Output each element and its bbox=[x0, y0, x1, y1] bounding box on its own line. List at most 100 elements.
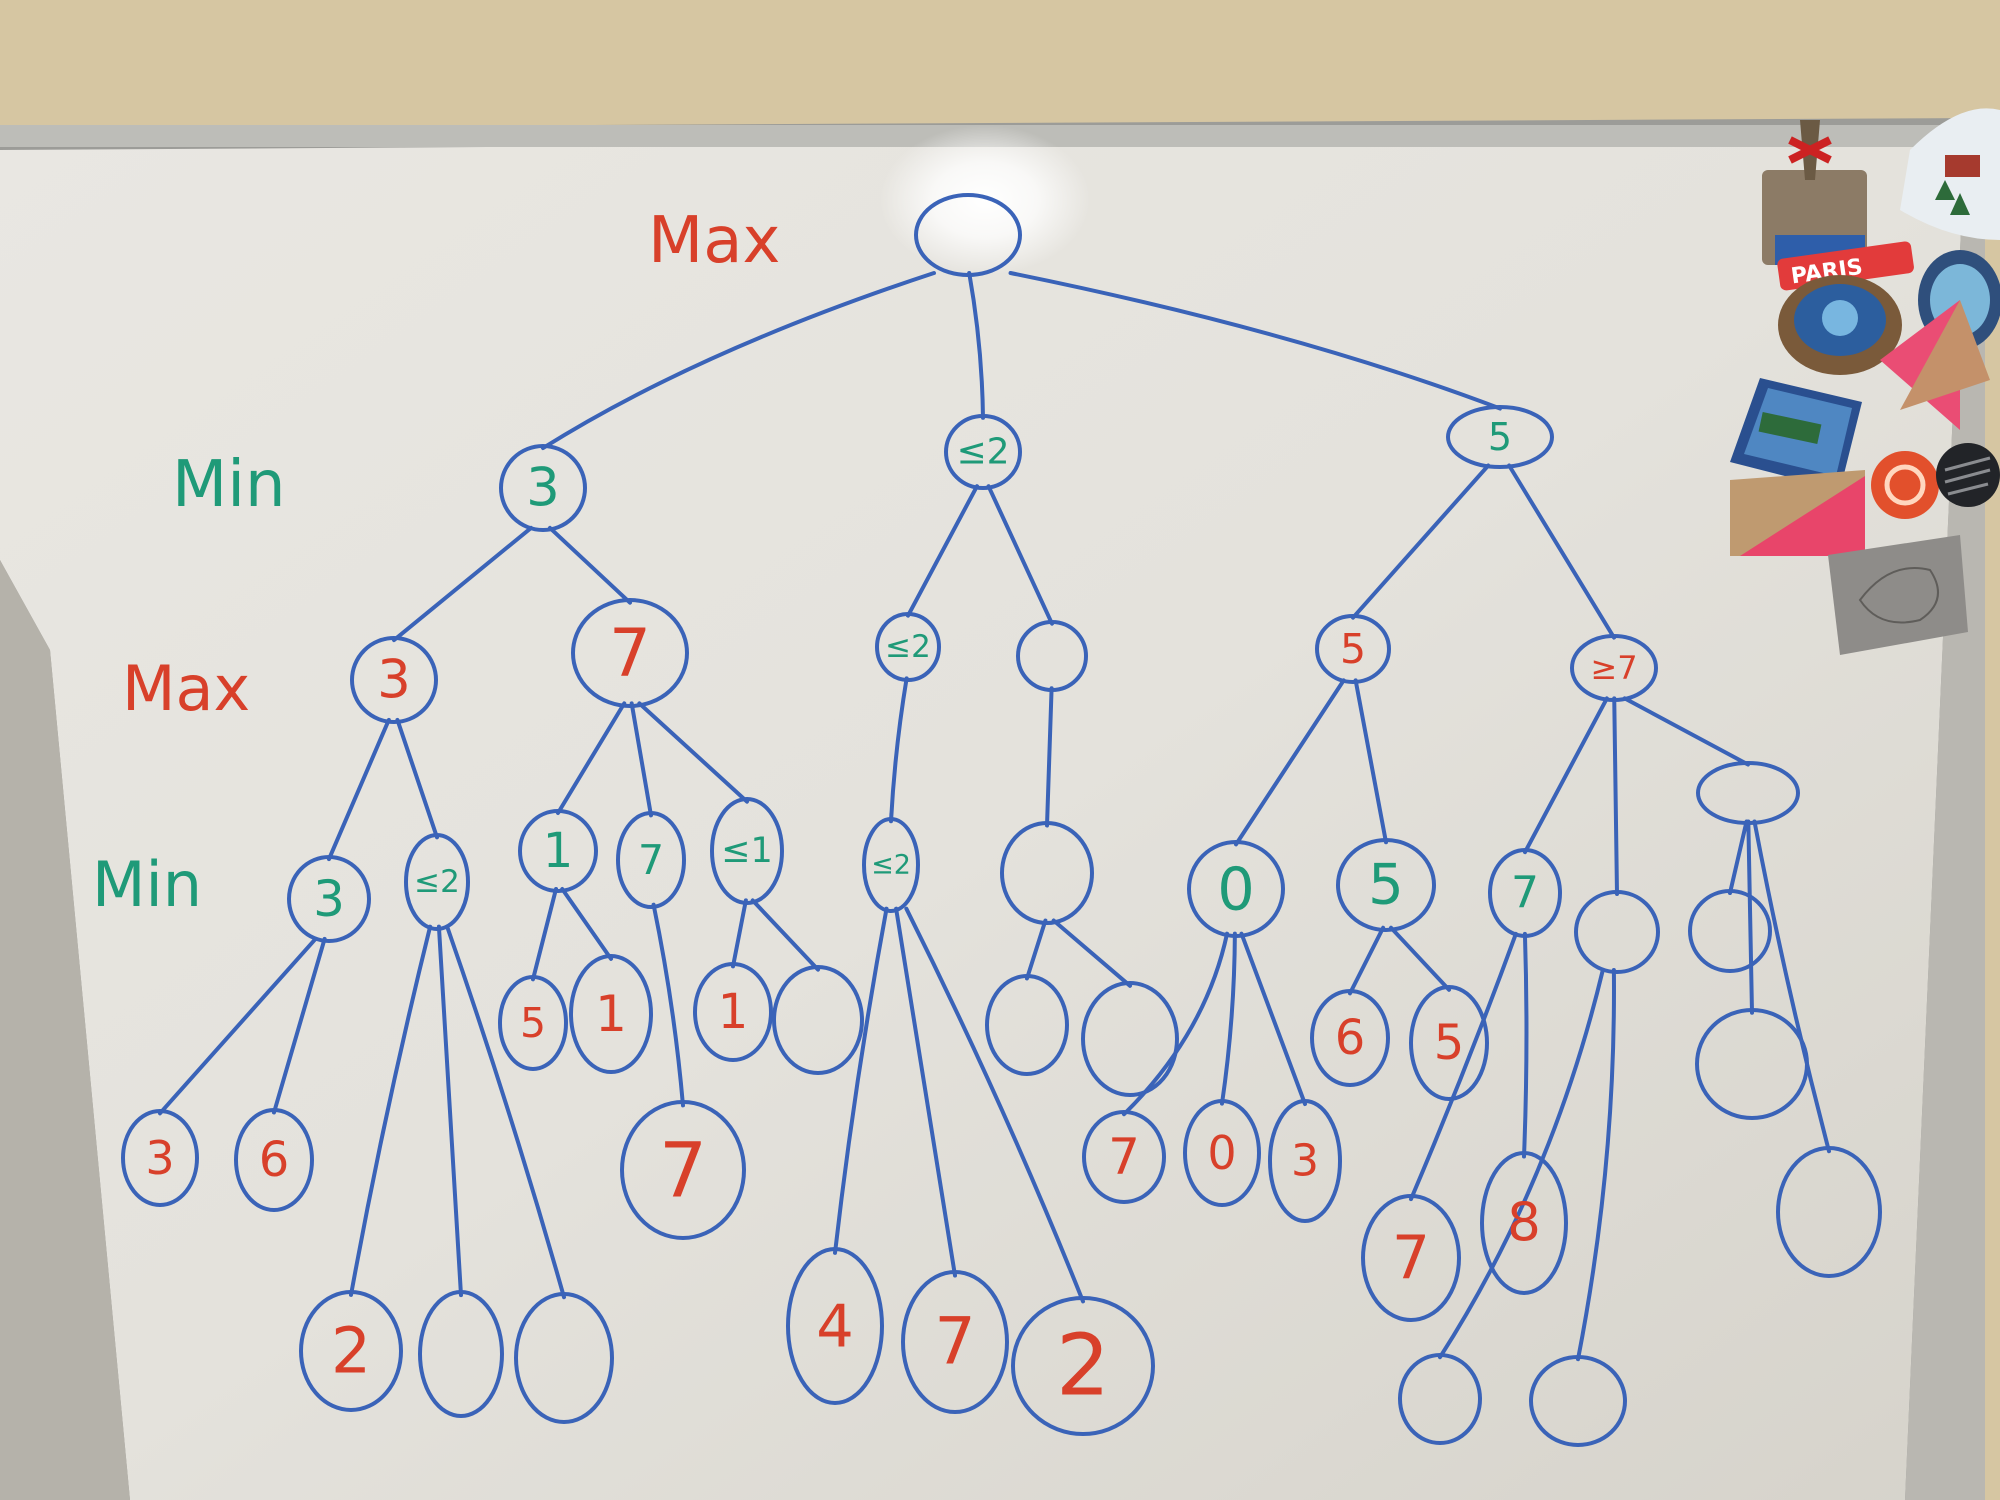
tree-edge bbox=[986, 484, 1054, 626]
level-label-max-2: Max bbox=[122, 652, 250, 725]
node-value: 3 bbox=[145, 1131, 174, 1185]
tree-node bbox=[985, 974, 1069, 1076]
node-circle bbox=[693, 962, 773, 1062]
node-circle bbox=[620, 1100, 746, 1240]
board-left-rail bbox=[0, 560, 130, 1500]
tree-edge bbox=[556, 701, 627, 815]
tree-node: 7 bbox=[571, 598, 689, 708]
tree-edge bbox=[894, 906, 957, 1278]
node-value: 5 bbox=[1434, 1015, 1465, 1071]
node-value: ≤2 bbox=[956, 432, 1009, 473]
node-circle bbox=[1183, 1099, 1261, 1207]
tree-node: 0 bbox=[1187, 840, 1285, 938]
tree-node bbox=[1529, 1355, 1627, 1447]
tree-edge bbox=[392, 525, 534, 643]
tree-node: ≤1 bbox=[710, 797, 784, 905]
tree-node bbox=[514, 1292, 614, 1424]
node-circle bbox=[1016, 620, 1088, 692]
tree-node: 7 bbox=[1361, 1194, 1461, 1322]
node-circle bbox=[1776, 1146, 1882, 1278]
node-circle bbox=[616, 811, 686, 909]
tree-node: 5 bbox=[1409, 985, 1489, 1101]
node-circle bbox=[1011, 1296, 1155, 1436]
snow-globe-magnet bbox=[1900, 108, 2000, 240]
tree-node: 7 bbox=[901, 1270, 1009, 1414]
tree-edge bbox=[1622, 696, 1750, 767]
node-value: ≤2 bbox=[885, 629, 931, 665]
node-value: 3 bbox=[1291, 1136, 1319, 1187]
node-circle bbox=[121, 1109, 199, 1207]
tree-node: 3 bbox=[287, 855, 371, 943]
node-circle bbox=[1480, 1151, 1568, 1295]
tree-edge bbox=[637, 701, 749, 804]
tree-node: 4 bbox=[786, 1247, 884, 1405]
node-circle bbox=[875, 612, 941, 682]
tree-node: ≤2 bbox=[862, 817, 920, 913]
node-value: 3 bbox=[526, 458, 560, 519]
tree-node bbox=[772, 965, 864, 1075]
tree-node: 3 bbox=[1268, 1099, 1342, 1223]
node-circle bbox=[498, 975, 568, 1071]
node-circle bbox=[710, 797, 784, 905]
tree-edge bbox=[541, 271, 936, 451]
tree-edge bbox=[1220, 931, 1237, 1106]
node-value: 6 bbox=[259, 1132, 290, 1188]
tree-edge bbox=[1389, 925, 1451, 992]
tree-edge bbox=[1045, 686, 1054, 828]
tree-edge bbox=[1051, 918, 1132, 988]
node-circle bbox=[287, 855, 371, 943]
node-circle bbox=[1336, 838, 1436, 932]
tree-node: 8 bbox=[1480, 1151, 1568, 1295]
tree-edge bbox=[889, 676, 909, 824]
node-circle bbox=[1315, 614, 1391, 684]
node-value: 5 bbox=[520, 999, 546, 1047]
tree-edge bbox=[1746, 819, 1754, 1015]
tree-node: 6 bbox=[1310, 989, 1390, 1087]
node-circle bbox=[1000, 821, 1094, 925]
orange-button-magnet bbox=[1871, 443, 2000, 519]
tree-edge bbox=[750, 898, 820, 972]
fridge-magnets: PARIS bbox=[1730, 108, 2000, 655]
tree-node bbox=[1688, 889, 1772, 973]
node-value: 2 bbox=[1056, 1317, 1110, 1416]
node-circle bbox=[1446, 405, 1554, 469]
node-circle bbox=[1310, 989, 1390, 1087]
tree-node bbox=[1695, 1008, 1809, 1120]
tree-edge bbox=[436, 924, 463, 1298]
tree-node bbox=[1081, 981, 1179, 1097]
tree-edge bbox=[158, 936, 318, 1116]
tree-node bbox=[1398, 1353, 1482, 1445]
node-value: ≥7 bbox=[1590, 649, 1637, 687]
tree-edge bbox=[1522, 931, 1529, 1159]
node-circle bbox=[985, 974, 1069, 1076]
tree-edge bbox=[1239, 931, 1307, 1106]
tree-node: 1 bbox=[518, 809, 598, 893]
node-value: 5 bbox=[1340, 625, 1366, 673]
node-value: ≤2 bbox=[871, 850, 911, 881]
tree-edge bbox=[349, 924, 433, 1297]
node-circle bbox=[234, 1108, 314, 1212]
node-circle bbox=[1696, 761, 1800, 825]
node-value: 3 bbox=[313, 870, 345, 928]
node-circle bbox=[1574, 890, 1660, 974]
tree-edge bbox=[904, 906, 1085, 1304]
node-value: 7 bbox=[609, 615, 651, 692]
tree-node: 7 bbox=[616, 811, 686, 909]
tree-edge bbox=[906, 484, 979, 618]
node-circle bbox=[404, 833, 470, 931]
tree-node bbox=[418, 1290, 504, 1418]
tree-node: 2 bbox=[1011, 1296, 1155, 1436]
tree-edge bbox=[1353, 678, 1388, 845]
tree-node bbox=[1574, 890, 1660, 974]
node-value: 7 bbox=[1511, 868, 1539, 919]
tree-node: 7 bbox=[1488, 848, 1562, 938]
node-value: 0 bbox=[1207, 1126, 1236, 1180]
tree-node: 5 bbox=[498, 975, 568, 1071]
node-value: 7 bbox=[659, 1126, 707, 1215]
tree-node: 5 bbox=[1336, 838, 1436, 932]
node-circle bbox=[571, 598, 689, 708]
paris-magnet: PARIS bbox=[1762, 120, 1914, 291]
tree-node: ≤2 bbox=[944, 414, 1022, 490]
node-circle bbox=[350, 636, 438, 724]
tree-node: 6 bbox=[234, 1108, 314, 1212]
